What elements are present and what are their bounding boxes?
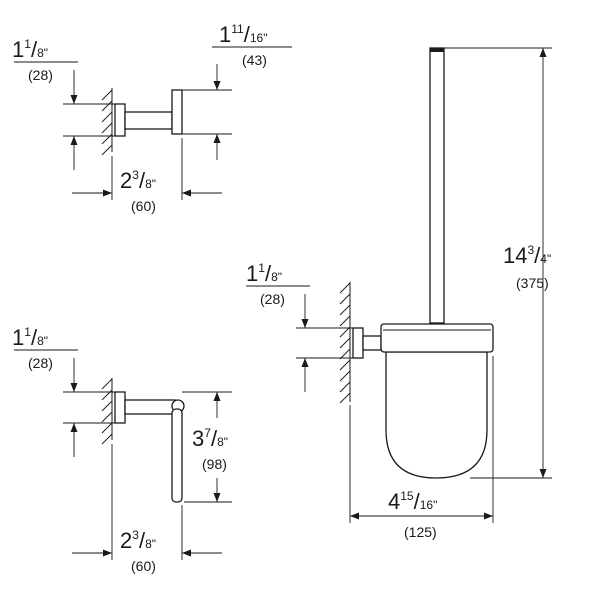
brush-mount-height-mm: (28) <box>260 291 285 307</box>
holder-wall-hatch <box>101 378 113 445</box>
brush-lid-ring <box>380 323 494 353</box>
holder-height-mm: (28) <box>28 355 53 371</box>
toilet-brush-drawing <box>296 47 552 523</box>
brush-rosette <box>352 327 364 359</box>
paper-holder-drawing <box>63 358 232 560</box>
brush-bowl <box>385 351 488 479</box>
hook-rosette <box>114 103 126 137</box>
brush-depth-label: 415/16" <box>388 489 437 514</box>
robe-hook-drawing <box>63 64 232 200</box>
brush-handle-cap <box>430 48 444 52</box>
holder-rod <box>171 408 183 503</box>
hook-depth-label: 23/8" <box>120 168 156 193</box>
hook-top-width-mm: (43) <box>242 52 267 68</box>
holder-length-label: 37/8" <box>192 426 228 451</box>
holder-length-mm: (98) <box>202 456 227 472</box>
holder-depth-mm: (60) <box>131 558 156 574</box>
brush-wall-hatch <box>339 282 351 404</box>
brush-total-height-label: 143/4" <box>503 243 551 268</box>
holder-depth-label: 23/8" <box>120 528 156 553</box>
brush-total-height-mm: (375) <box>516 275 549 291</box>
holder-rosette <box>114 391 126 424</box>
holder-arm <box>124 399 176 415</box>
hook-end-cap <box>171 89 183 135</box>
hook-height-label: 11/8" <box>12 37 48 62</box>
hook-wall-hatch <box>101 89 113 156</box>
hook-arm <box>124 111 173 130</box>
brush-handle <box>429 47 445 324</box>
brush-mount-height-label: 11/8" <box>246 261 282 286</box>
hook-top-width-label: 111/16" <box>219 22 267 47</box>
brush-depth-mm: (125) <box>404 524 437 540</box>
holder-height-label: 11/8" <box>12 325 48 350</box>
hook-height-mm: (28) <box>28 67 53 83</box>
brush-arm <box>362 335 382 351</box>
hook-depth-mm: (60) <box>131 198 156 214</box>
